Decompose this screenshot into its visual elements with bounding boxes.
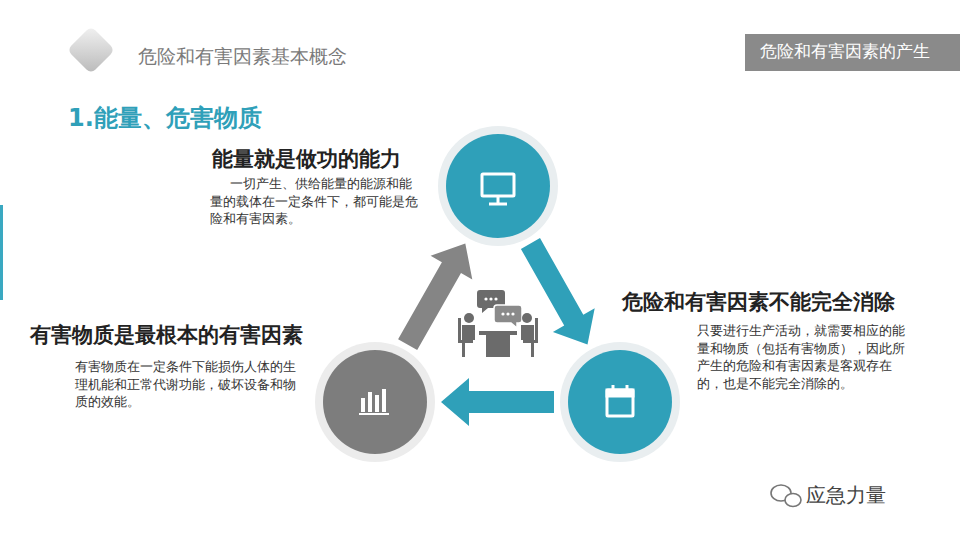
node-body: 只要进行生产活动，就需要相应的能量和物质（包括有害物质），因此所产生的危险和有害…	[697, 322, 907, 392]
band-title: 危险和有害因素的产生	[760, 40, 930, 63]
block-arrow	[521, 238, 595, 344]
node-body: 有害物质在一定条件下能损伤人体的生理机能和正常代谢功能，破坏设备和物质的效能。	[75, 358, 303, 411]
accent-bar	[0, 205, 3, 300]
header-title: 危险和有害因素基本概念	[138, 44, 347, 70]
section-heading: 1.能量、危害物质	[68, 102, 262, 134]
node-heading: 能量就是做功的能力	[212, 146, 401, 171]
calendar-icon	[607, 385, 633, 416]
circle-right	[560, 342, 680, 462]
watermark: 应急力量	[806, 482, 886, 509]
node-heading: 危险和有害因素不能完全消除	[622, 289, 895, 314]
hazard-circle: 危险和有害因素不能完全消除只要进行生产活动，就需要相应的能量和物质（包括有害物质…	[560, 342, 680, 462]
circle-left	[315, 342, 435, 462]
monitor-icon	[482, 174, 514, 204]
circle-top	[438, 126, 558, 246]
section-band	[745, 34, 960, 71]
substance-circle: 有害物质是最根本的有害因素有害物质在一定条件下能损伤人体的生理机能和正常代谢功能…	[315, 342, 435, 462]
node-heading: 有害物质是最根本的有害因素	[30, 322, 303, 347]
meeting-icon	[458, 290, 538, 357]
energy-circle: 能量就是做功的能力一切产生、供给能量的能源和能量的载体在一定条件下，都可能是危险…	[438, 126, 558, 246]
header-diamond	[67, 26, 115, 74]
bar-chart-icon	[359, 389, 389, 415]
block-arrow	[398, 243, 472, 350]
node-body: 一切产生、供给能量的能源和能量的载体在一定条件下，都可能是危险和有害因素。	[210, 175, 422, 228]
wechat-icon	[771, 485, 801, 507]
block-arrow	[441, 378, 554, 426]
